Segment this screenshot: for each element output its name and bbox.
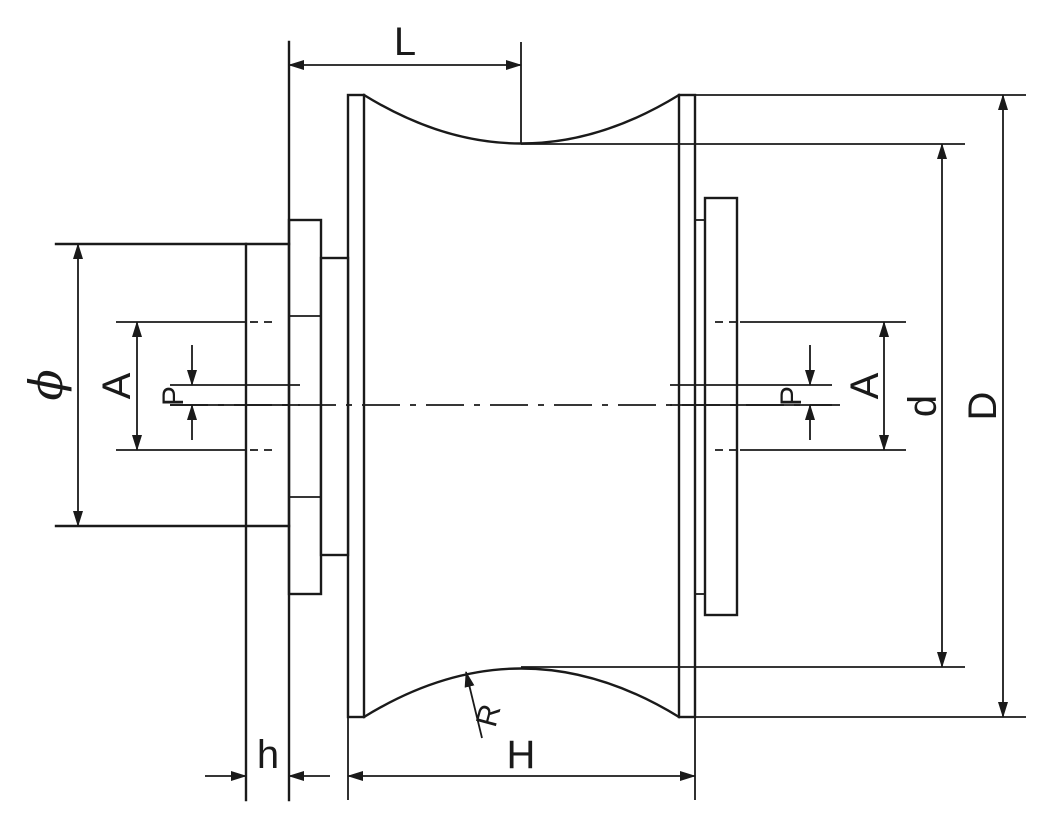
dim-R-leader [464, 671, 483, 739]
label-A-left: A [95, 372, 139, 399]
left-hub [54, 40, 350, 802]
label-D: D [961, 392, 1005, 421]
label-P-left: P [157, 386, 190, 406]
label-h: h [257, 733, 279, 777]
left-hub-plate [287, 218, 323, 596]
label-P-right: P [775, 386, 808, 406]
label-R: R [470, 701, 507, 730]
label-d: d [901, 395, 945, 417]
right-flange [677, 93, 697, 719]
groove-bottom-arc [362, 667, 681, 719]
label-H: H [507, 733, 536, 777]
left-hub-boss [319, 256, 350, 557]
label-A-right: A [843, 372, 887, 399]
roller-body [346, 93, 697, 719]
label-L: L [394, 20, 416, 64]
right-hub-plate [703, 196, 739, 617]
label-phi: ϕ [19, 369, 73, 400]
left-flange [346, 93, 366, 719]
right-hub [695, 196, 739, 617]
